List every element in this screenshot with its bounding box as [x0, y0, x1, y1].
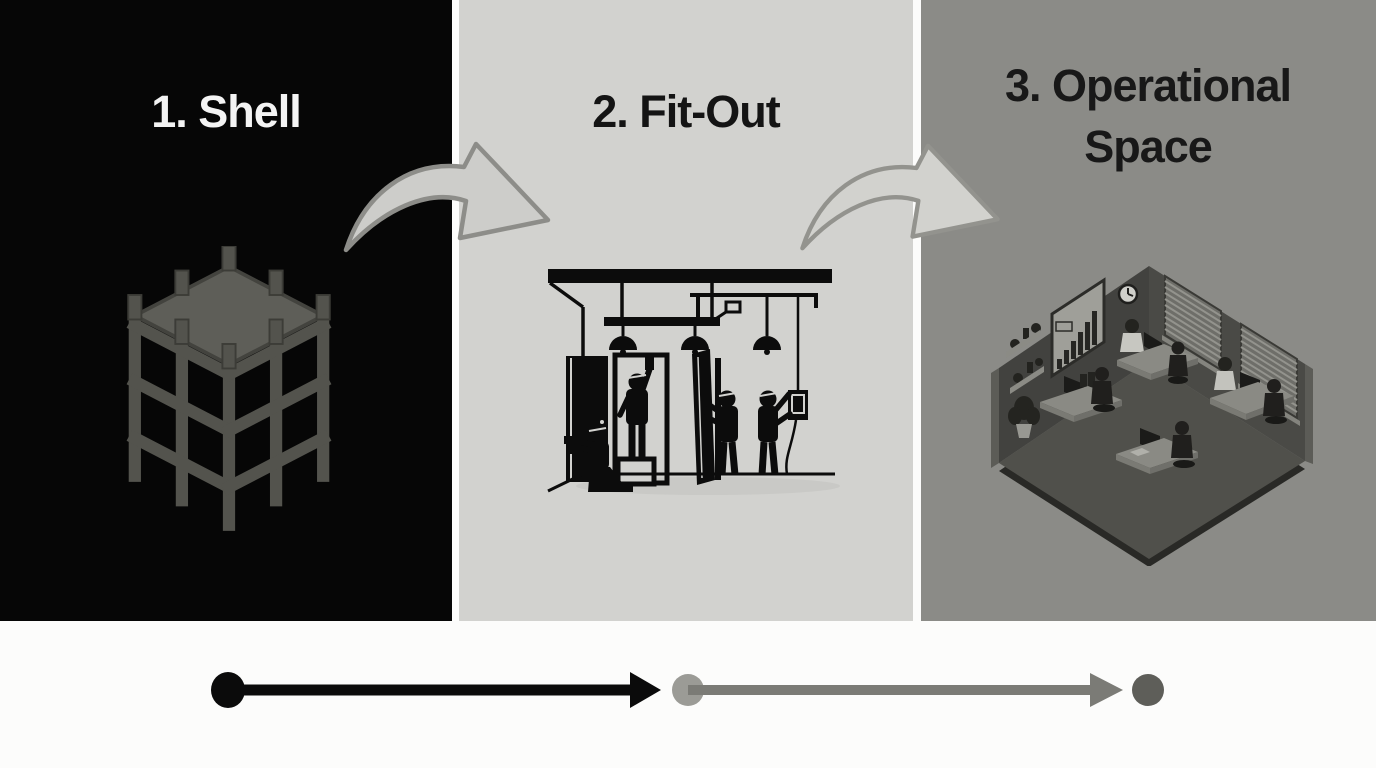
floor-line	[547, 472, 835, 493]
potted-plant	[1008, 396, 1040, 438]
desk-workstation	[1117, 319, 1198, 384]
transition-arrow-shell-to-fitout-icon	[343, 141, 551, 253]
wall-chart	[1050, 277, 1106, 379]
timeline-arrowhead-1-icon	[630, 672, 661, 708]
desk-workstation	[1210, 357, 1294, 424]
wall-clock	[1117, 283, 1139, 305]
timeline-arrowhead-2-icon	[1090, 673, 1123, 707]
stage-panel-fitout	[459, 0, 913, 621]
worker-on-stepbox	[612, 352, 670, 487]
operational-office-icon	[991, 266, 1313, 566]
wall-shelves	[1006, 323, 1044, 394]
stage-title-shell: 1. Shell	[151, 86, 302, 137]
desk-workstation	[1116, 421, 1198, 474]
pendant-lights	[604, 283, 781, 355]
timeline	[211, 672, 1164, 708]
stage-title-fitout: 2. Fit-Out	[592, 86, 780, 137]
timeline-segment-2	[672, 673, 1164, 707]
stage-title-operational-space: 3. Operational Space	[1004, 60, 1292, 172]
ceiling-structure	[548, 269, 832, 357]
transition-arrow-fitout-to-operational-icon	[800, 143, 1000, 251]
fit-out-scene-icon	[547, 269, 840, 495]
desk-workstation	[1040, 367, 1122, 422]
electrician-worker	[758, 295, 808, 476]
timeline-segment-1	[211, 672, 661, 708]
building-shell-frame-icon	[126, 246, 332, 531]
worker-carrying-door	[692, 349, 739, 485]
frame-members	[126, 309, 332, 531]
timeline-dot-operational	[1132, 674, 1164, 706]
stub-posts	[127, 246, 331, 370]
